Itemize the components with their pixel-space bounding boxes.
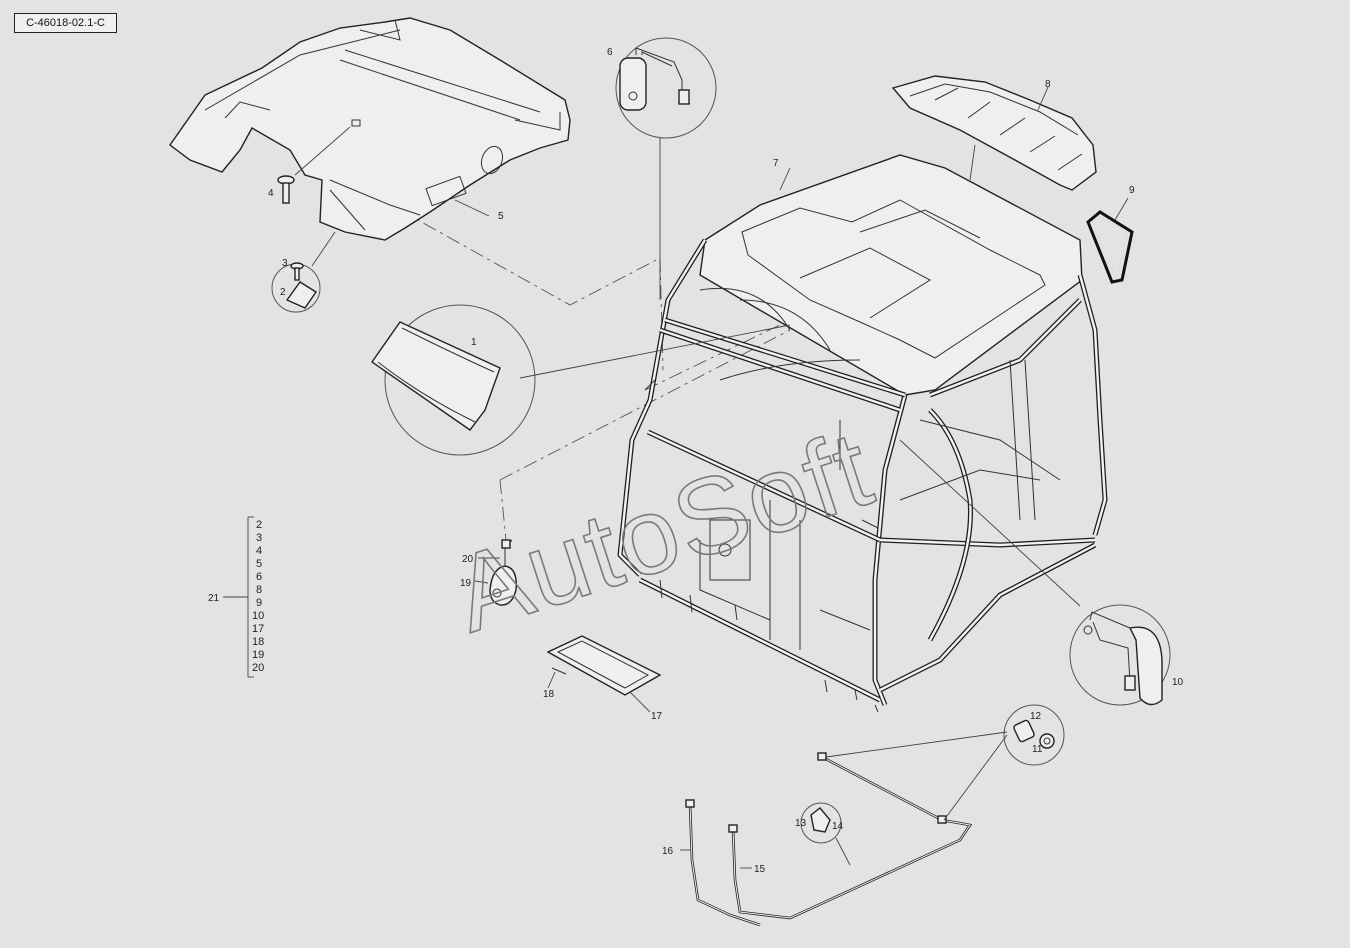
callout-10: 10 [1172, 677, 1184, 688]
small-mirror-part [489, 539, 517, 606]
callout-4: 4 [268, 188, 274, 199]
callout-19: 19 [460, 578, 472, 589]
screw-part-4 [277, 175, 295, 204]
screw-and-clip-part [271, 262, 321, 313]
kit-item: 6 [256, 571, 262, 583]
callout-1: 1 [471, 337, 477, 348]
kit-item: 2 [256, 519, 262, 531]
callout-labels: 1 2 3 4 5 6 7 8 9 10 11 12 13 14 15 16 1… [208, 47, 1184, 875]
callout-17: 17 [651, 711, 663, 722]
kit-item: 3 [256, 532, 262, 544]
callout-9: 9 [1129, 185, 1135, 196]
callout-12: 12 [1030, 711, 1042, 722]
callout-8: 8 [1045, 79, 1051, 90]
callout-3: 3 [282, 258, 288, 269]
kit-item: 10 [252, 610, 264, 622]
kit-item: 9 [256, 597, 262, 609]
kit-item: 8 [256, 584, 262, 596]
callout-14: 14 [832, 821, 844, 832]
callout-7: 7 [773, 158, 779, 169]
callout-5: 5 [498, 211, 504, 222]
autosoft-watermark: AutoSoft [440, 407, 887, 655]
callout-15: 15 [754, 864, 766, 875]
kit-item: 4 [256, 545, 262, 557]
kit-item: 20 [252, 662, 264, 674]
drawing-reference-box: C-46018-02.1-C [14, 13, 117, 33]
clip-part-13-14 [800, 802, 842, 844]
callout-18: 18 [543, 689, 555, 700]
mirror-part-10 [1069, 604, 1171, 706]
callout-16: 16 [662, 846, 674, 857]
callout-13: 13 [795, 818, 807, 829]
kit-contents-list: 2 3 4 5 6 8 9 10 17 18 19 20 [252, 519, 264, 674]
callout-21: 21 [208, 593, 220, 604]
roof-liner-part [169, 17, 571, 241]
kit-item: 17 [252, 623, 264, 635]
seal-strip-part [371, 304, 536, 456]
washer-tubes-part [685, 752, 973, 927]
mirror-part-6 [615, 37, 717, 139]
kit-item: 19 [252, 649, 264, 661]
roof-panel-part [891, 75, 1097, 191]
callout-6: 6 [607, 47, 613, 58]
gasket-part [1086, 210, 1134, 284]
callout-20: 20 [462, 554, 474, 565]
callout-2: 2 [280, 287, 286, 298]
kit-item: 5 [256, 558, 262, 570]
callout-11: 11 [1032, 744, 1043, 755]
leader-lines [223, 86, 1129, 869]
cab-frame-part [617, 154, 1108, 713]
kit-item: 18 [252, 636, 264, 648]
fittings-part-11-12 [1003, 704, 1065, 766]
sun-visor-part [546, 635, 662, 696]
